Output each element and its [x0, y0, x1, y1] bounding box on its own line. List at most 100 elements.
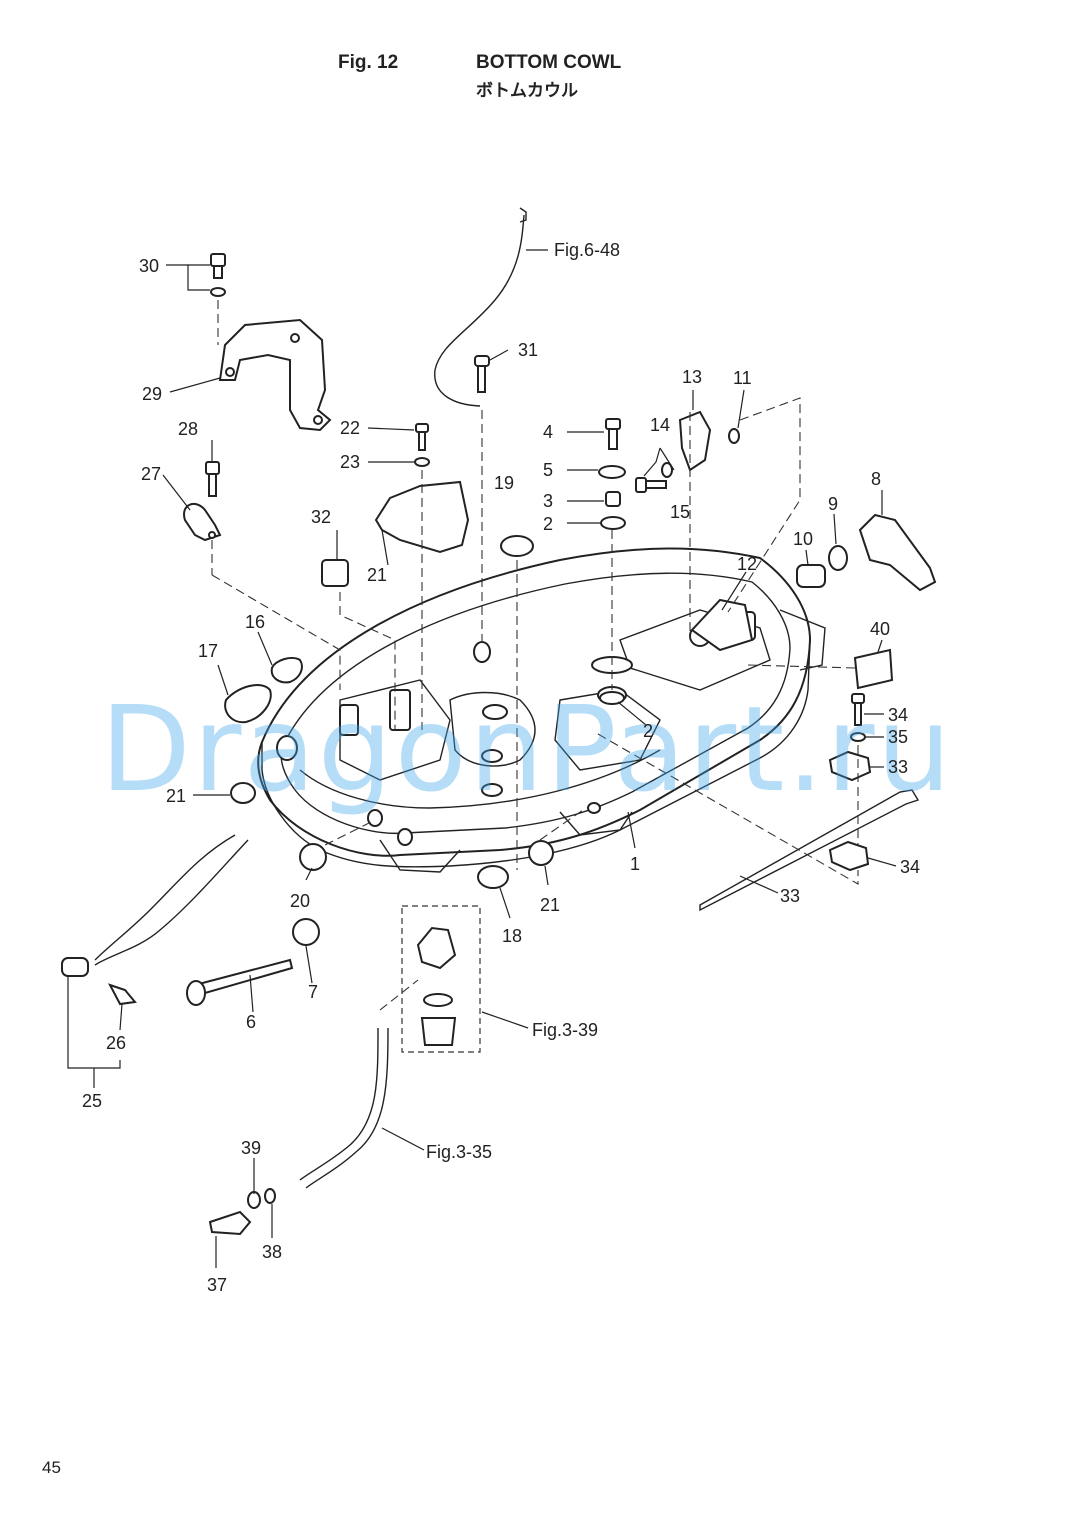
part-19-grommet: [500, 535, 534, 557]
part-34-clamp-upper: [828, 750, 872, 782]
figure-title-japanese: ボトムカウル: [476, 81, 578, 101]
callout-7: 7: [308, 982, 318, 1002]
callout-35: 34: [888, 705, 908, 725]
figure-title: BOTTOM COWL: [476, 52, 622, 73]
fuel-joint-group-box: [401, 905, 481, 1053]
part-4-bolt: [605, 418, 621, 450]
fuel-connector: [416, 926, 457, 970]
ref-fig-3-39: Fig.3-39: [532, 1020, 598, 1040]
callout-28: 28: [178, 419, 198, 439]
callout-34-lower: 34: [900, 857, 920, 877]
part-29-bracket: [218, 318, 332, 432]
part-23-bolt: [415, 423, 429, 451]
fuel-hose-inner: [305, 1027, 389, 1189]
callout-20: 20: [290, 891, 310, 911]
part-34-clamp-lower: [828, 840, 870, 872]
callout-12: 12: [737, 554, 757, 574]
callout-10: 10: [793, 529, 813, 549]
part-25-switch: [61, 957, 89, 977]
callout-11: 11: [733, 368, 752, 388]
callout-18: 18: [502, 926, 522, 946]
part-35-bolt: [851, 693, 865, 726]
watermark-text: DragonPart.ru: [100, 680, 953, 818]
callout-39: 39: [241, 1138, 261, 1158]
callout-30: 30: [139, 256, 159, 276]
part-10-collar: [796, 564, 826, 588]
part-38-washer: [264, 1188, 276, 1204]
part-14-bolt: [635, 477, 667, 493]
callout-34-upper: 33: [888, 757, 908, 777]
callout-29: 29: [142, 384, 162, 404]
fuel-hose-outer: [299, 1027, 379, 1181]
part-12-holder: [690, 598, 754, 652]
callout-1: 1: [630, 854, 640, 874]
part-30-bolt-washer: [210, 253, 226, 297]
part-7-grommet: [292, 918, 320, 946]
part-9-washer: [828, 545, 848, 571]
callout-36: 35: [888, 727, 908, 747]
assembly-lines: [211, 300, 859, 1011]
wire-terminal: [519, 207, 527, 223]
part-36-washer: [850, 732, 866, 742]
part-3-collar: [605, 491, 621, 507]
part-8-handle: [858, 513, 937, 592]
callout-21-right: 21: [540, 895, 560, 915]
wire-lead-1: [94, 834, 236, 961]
part-6-shaft: [193, 958, 294, 997]
fuel-joint-body: [420, 1017, 457, 1046]
callout-9: 9: [828, 494, 838, 514]
part-18-grommet: [477, 865, 509, 889]
part-28-bolt: [205, 461, 220, 497]
callout-27: 27: [141, 464, 161, 484]
part-31-bolt: [474, 355, 490, 393]
callout-5: 5: [543, 460, 553, 480]
callout-40: 40: [870, 619, 890, 639]
callout-22: 21: [367, 565, 387, 585]
callout-2-upper: 2: [543, 514, 553, 534]
callout-14: 14: [650, 415, 670, 435]
callout-32: 32: [311, 507, 331, 527]
part-40-label: [853, 648, 894, 690]
part-33-rod: [699, 789, 920, 912]
ref-fig-3-35: Fig.3-35: [426, 1142, 492, 1162]
callout-25: 25: [82, 1091, 102, 1111]
part-17-seal: [224, 684, 272, 724]
part-24-washer: [414, 457, 430, 467]
callout-37: 37: [207, 1275, 227, 1295]
callout-labels: 30 29 28 27 22 23 32 21 31 Fig.6-48 19 4…: [82, 240, 920, 1295]
callout-2-lower: 2: [643, 721, 653, 741]
bottom-cowl-body: [257, 547, 826, 873]
callout-21-left: 21: [166, 786, 186, 806]
callout-16: 16: [245, 612, 265, 632]
part-21-plug-right: [528, 840, 554, 866]
wire-harness: [434, 214, 525, 407]
figure-number: Fig. 12: [338, 52, 399, 73]
callout-31: 31: [518, 340, 538, 360]
page-number: 45: [42, 1458, 61, 1477]
callout-13: 13: [682, 367, 702, 387]
callout-6: 6: [246, 1012, 256, 1032]
part-21-plug-left: [230, 782, 256, 804]
part-20-grommet: [299, 843, 327, 871]
part-15-washer: [661, 462, 673, 478]
part-16-seal: [270, 657, 303, 684]
callout-26: 26: [106, 1033, 126, 1053]
callout-4: 4: [543, 422, 553, 442]
callout-3: 3: [543, 491, 553, 511]
leader-lines: [67, 249, 897, 1268]
part-39-washer: [247, 1191, 261, 1209]
part-32-plug: [321, 559, 349, 587]
part-26-clip: [107, 983, 137, 1006]
callout-38: 38: [262, 1242, 282, 1262]
wire-lead-2: [94, 839, 249, 966]
callout-8: 8: [871, 469, 881, 489]
callout-23: 22: [340, 418, 360, 438]
part-37-fitting: [208, 1210, 252, 1236]
part-2-grommet-upper: [600, 516, 626, 530]
ref-fig-6-48: Fig.6-48: [554, 240, 620, 260]
callout-17: 17: [198, 641, 218, 661]
part-13-lever: [678, 410, 712, 472]
callout-19: 19: [494, 473, 514, 493]
